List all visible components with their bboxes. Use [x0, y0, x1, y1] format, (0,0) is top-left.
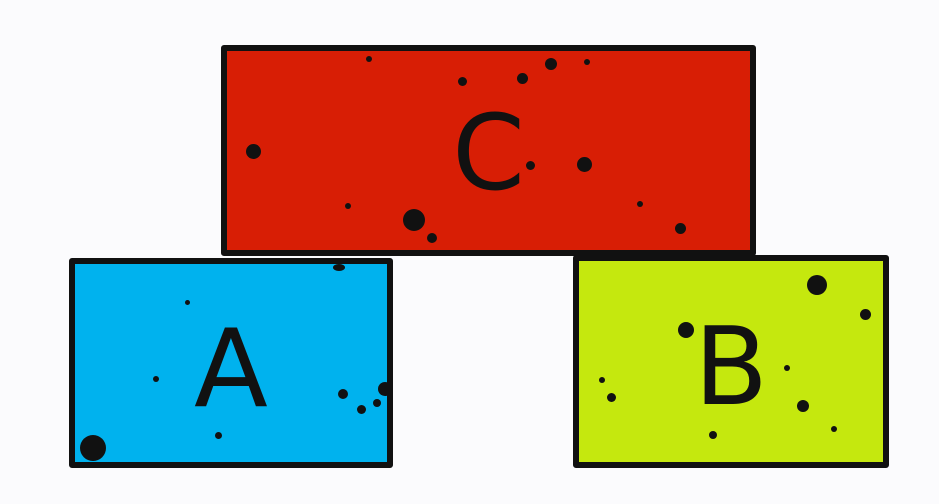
- speck: [338, 389, 348, 399]
- speck: [403, 209, 425, 231]
- speck: [185, 300, 190, 305]
- speck: [784, 365, 790, 371]
- speck: [427, 233, 437, 243]
- block-b: B: [573, 255, 889, 468]
- speck: [526, 161, 535, 170]
- speck: [373, 399, 381, 407]
- speck: [80, 435, 106, 461]
- speck: [584, 59, 590, 65]
- speck: [545, 58, 557, 70]
- speck: [345, 203, 351, 209]
- speck: [678, 322, 694, 338]
- speck: [599, 377, 605, 383]
- block-c-letter: C: [452, 92, 525, 214]
- speck: [366, 56, 372, 62]
- speck: [831, 426, 837, 432]
- block-a-letter: A: [194, 307, 268, 432]
- speck: [577, 157, 592, 172]
- block-c: C: [221, 45, 756, 256]
- speck: [153, 376, 159, 382]
- speck: [458, 77, 467, 86]
- speck: [215, 432, 222, 439]
- speck: [860, 309, 871, 320]
- block-b-letter: B: [693, 305, 769, 430]
- speck: [807, 275, 827, 295]
- speck: [637, 201, 643, 207]
- speck: [675, 223, 686, 234]
- speck: [333, 264, 345, 271]
- speck: [607, 393, 616, 402]
- speck: [357, 405, 366, 414]
- speck: [246, 144, 261, 159]
- block-a: A: [69, 258, 393, 468]
- speck: [517, 73, 528, 84]
- speck: [797, 400, 809, 412]
- speck: [378, 382, 387, 396]
- speck: [709, 431, 717, 439]
